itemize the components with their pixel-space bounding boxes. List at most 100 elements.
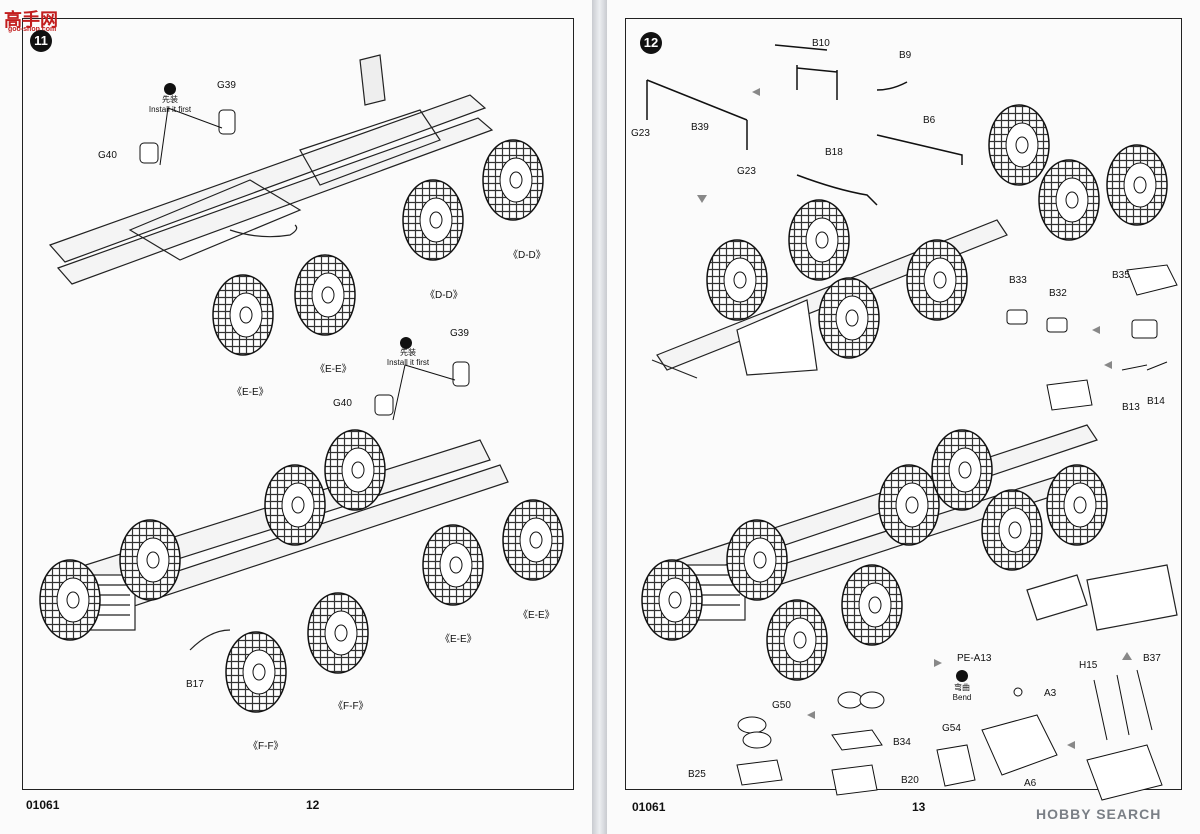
- label-pe-a13: PE-A13: [957, 653, 992, 664]
- label-b33: B33: [1009, 275, 1027, 286]
- label-e-e-2: 《E-E》: [232, 387, 269, 398]
- label-f-f-2: 《F-F》: [248, 741, 284, 752]
- wheel-d-d-2: [482, 139, 544, 221]
- wheel-1: [706, 239, 768, 321]
- label-b13: B13: [1122, 402, 1140, 413]
- bend-cn: 弯曲: [954, 683, 970, 692]
- wheel-f-f-2: [225, 631, 287, 713]
- kit-code-right: 01061: [632, 800, 666, 814]
- wheel-e-e-1: [212, 274, 274, 356]
- wheel-10: [878, 464, 940, 546]
- label-g40-lower: G40: [333, 398, 352, 409]
- label-b39: B39: [691, 122, 709, 133]
- wheel-8: [641, 559, 703, 641]
- label-g23-2: G23: [737, 166, 756, 177]
- upper-chassis-frame: [48, 54, 494, 285]
- wheel-e-e-2: [294, 254, 356, 336]
- page-number: 12: [306, 798, 320, 812]
- note-en-2: Install it first: [386, 358, 430, 367]
- wheel-12: [766, 599, 828, 681]
- label-b6: B6: [923, 115, 936, 126]
- part-g39-upper: [218, 109, 236, 135]
- parts-b34-b20: [831, 691, 885, 796]
- parts-g50-b25: [736, 716, 783, 786]
- label-a6: A6: [1024, 778, 1037, 789]
- label-d-d-2: 《D-D》: [425, 290, 463, 301]
- label-b25: B25: [688, 769, 706, 780]
- note-cn-2: 先装: [400, 348, 416, 357]
- page-number-right: 13: [912, 800, 926, 814]
- label-g23: G23: [631, 128, 650, 139]
- step-number-badge: 11: [30, 30, 52, 52]
- wheel-7: [1106, 144, 1168, 226]
- book-gutter: [592, 0, 607, 834]
- wheel-4: [906, 239, 968, 321]
- wheel-e-e-4: [502, 499, 564, 581]
- install-first-icon: [164, 83, 176, 95]
- label-e-e-4: 《E-E》: [440, 634, 477, 645]
- part-g40-upper: [139, 142, 159, 164]
- label-h15: H15: [1079, 660, 1098, 671]
- label-g54: G54: [942, 723, 961, 734]
- step-12-assembly-drawing: [641, 44, 1178, 801]
- label-g39-lower: G39: [450, 328, 469, 339]
- step-11-assembly-drawing: [39, 54, 564, 713]
- wheel-rear-left: [264, 464, 326, 546]
- part-g40-lower: [374, 394, 394, 416]
- wheel-d-d-1: [402, 179, 464, 261]
- label-d-d: 《D-D》: [508, 250, 546, 261]
- wheel-11: [931, 429, 993, 511]
- bend-en: Bend: [952, 693, 972, 702]
- watermark-url: goo-shop.com: [8, 26, 57, 33]
- bend-icon: [956, 670, 968, 682]
- label-b35: B35: [1112, 270, 1130, 281]
- note-en: Install it first: [148, 105, 192, 114]
- direction-arrows: [697, 88, 1132, 749]
- label-b37: B37: [1143, 653, 1161, 664]
- kit-code: 01061: [26, 798, 60, 812]
- install-first-icon-2: [400, 337, 412, 349]
- step-number-badge-right: 12: [640, 32, 662, 54]
- page-frame: [22, 18, 574, 790]
- parts-b32-b33-b35: [1006, 264, 1178, 411]
- label-b34: B34: [893, 737, 911, 748]
- label-b32: B32: [1049, 288, 1067, 299]
- parts-rails: [646, 44, 963, 206]
- parts-fuel-tank-a6-g54: [936, 669, 1163, 801]
- label-b9: B9: [899, 50, 912, 61]
- label-e-e: 《E-E》: [315, 364, 352, 375]
- wheel-5: [988, 104, 1050, 186]
- note-cn: 先装: [162, 95, 178, 104]
- label-b17: B17: [186, 679, 204, 690]
- label-f-f: 《F-F》: [333, 701, 369, 712]
- watermark-logo: 高手网: [4, 10, 58, 30]
- label-b18: B18: [825, 147, 843, 158]
- wheel-2: [788, 199, 850, 281]
- label-e-e-3: 《E-E》: [518, 610, 555, 621]
- wheel-e-e-3: [422, 524, 484, 606]
- page-frame-right: [625, 18, 1182, 790]
- part-g39-lower: [452, 361, 470, 387]
- label-a3: A3: [1044, 688, 1057, 699]
- wheel-rear-left-2: [324, 429, 386, 511]
- label-b10: B10: [812, 38, 830, 49]
- wheel-f-f-1: [307, 592, 369, 674]
- label-g39: G39: [217, 80, 236, 91]
- wheel-13: [841, 564, 903, 646]
- wheel-15: [1046, 464, 1108, 546]
- label-g50: G50: [772, 700, 791, 711]
- wheel-3: [818, 277, 880, 359]
- wheel-front-left: [39, 559, 101, 641]
- wheel-9: [726, 519, 788, 601]
- label-b14: B14: [1147, 396, 1165, 407]
- wheel-front-left-2: [119, 519, 181, 601]
- label-g40: G40: [98, 150, 117, 161]
- wheel-14: [981, 489, 1043, 571]
- label-b20: B20: [901, 775, 919, 786]
- wheel-6: [1038, 159, 1100, 241]
